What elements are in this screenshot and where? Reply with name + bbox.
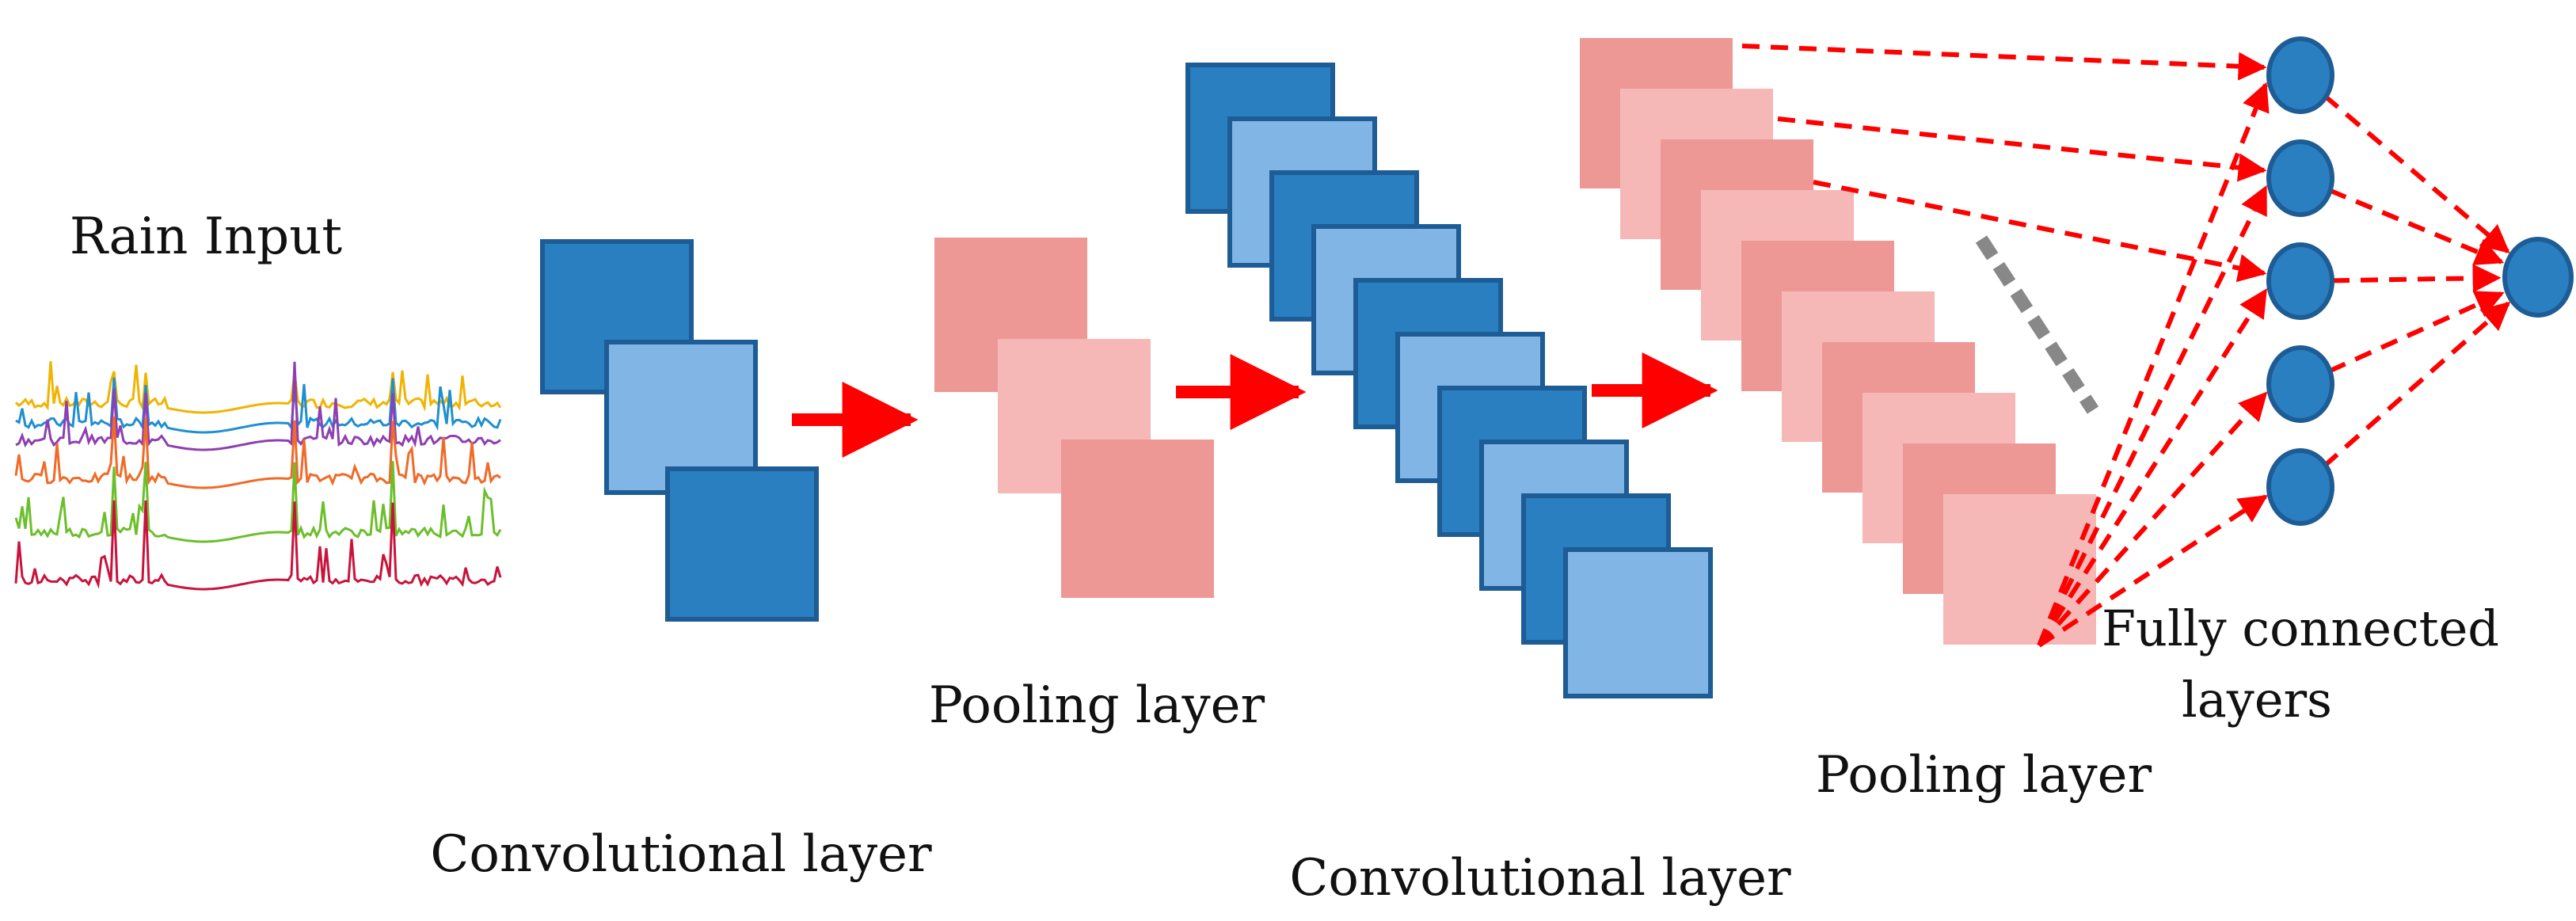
hidden-to-output-connection-3 bbox=[2331, 264, 2502, 293]
conv1-label: Convolutional layer bbox=[430, 825, 932, 884]
conv1-feature-map-3 bbox=[665, 466, 819, 622]
fc-hidden-neuron-3 bbox=[2266, 242, 2334, 320]
hidden-to-output-connection-4 bbox=[2328, 291, 2505, 374]
fc-hidden-neuron-1 bbox=[2266, 36, 2334, 114]
fc-label-line-1: Fully connected bbox=[2102, 599, 2499, 657]
conv2-label: Convolutional layer bbox=[1289, 849, 1791, 908]
hidden-to-output-connection-2 bbox=[2328, 188, 2505, 265]
fan-in-connection-3 bbox=[2037, 287, 2268, 647]
pool-layer-2 bbox=[1580, 38, 2096, 645]
rain-input-waveform bbox=[14, 361, 502, 591]
pool-to-fc-connection-2 bbox=[1777, 116, 2267, 182]
fc-output-neuron bbox=[2502, 237, 2574, 318]
pool2-label: Pooling layer bbox=[1816, 746, 2152, 805]
pool1-map-3 bbox=[1061, 440, 1214, 598]
pool2-map-10 bbox=[1943, 494, 2096, 645]
rain-series-5 bbox=[14, 461, 502, 543]
pool-to-fc-connection-3 bbox=[1813, 180, 2267, 283]
fc-hidden-neuron-5 bbox=[2266, 448, 2334, 526]
fc-hidden-neuron-4 bbox=[2266, 345, 2334, 423]
omitted-maps-dots bbox=[1975, 235, 2099, 414]
fc-hidden-neuron-2 bbox=[2266, 139, 2334, 217]
rain-series-6 bbox=[14, 500, 502, 591]
pool1-label: Pooling layer bbox=[929, 676, 1265, 735]
fc-label-line-2: layers bbox=[2182, 671, 2332, 729]
pool-layer-1 bbox=[934, 238, 1214, 598]
conv2-feature-map-10 bbox=[1563, 547, 1713, 698]
rain-series-4 bbox=[14, 416, 501, 489]
hidden-to-output-connection-1 bbox=[2323, 93, 2510, 253]
fc-neurons bbox=[2266, 36, 2574, 526]
hidden-to-output-connection-5 bbox=[2322, 301, 2511, 468]
conv-layer-2 bbox=[1185, 63, 1713, 698]
rain-series-3 bbox=[15, 361, 501, 451]
pool-to-fc-connection-1 bbox=[1741, 44, 2267, 81]
fan-in-connection-5 bbox=[2038, 494, 2269, 648]
rain-input-label: Rain Input bbox=[70, 207, 343, 266]
rain-series-1 bbox=[14, 361, 502, 414]
conv-layer-1 bbox=[540, 239, 819, 622]
rain-series-2 bbox=[15, 377, 502, 434]
fc-connections bbox=[1741, 44, 2511, 648]
fan-in-connection-1 bbox=[2037, 82, 2270, 647]
